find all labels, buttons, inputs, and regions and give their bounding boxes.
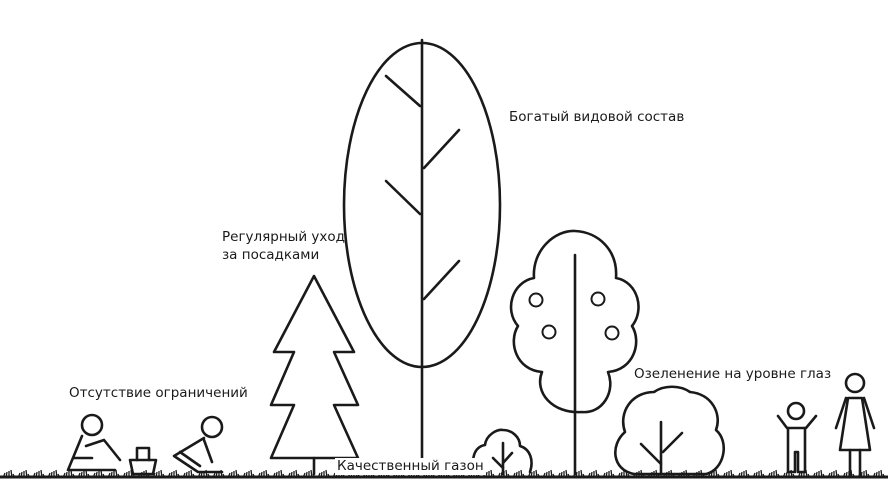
regular-care-label-line2: за посадками [222, 247, 319, 264]
eye-level-greening-label: Озеленение на уровне глаз [634, 366, 831, 383]
fir-tree-icon [271, 276, 358, 474]
sitting-person-icon [68, 415, 120, 470]
woman-icon [836, 374, 874, 475]
regular-care-label-line1: Регулярный уход [222, 229, 345, 246]
species-richness-label: Богатый видовой состав [509, 109, 684, 126]
picnic-basket-icon [130, 448, 156, 474]
tall-poplar-icon [344, 40, 500, 472]
round-shrub-icon [615, 387, 723, 474]
quality-lawn-label: Качественный газон [335, 458, 486, 475]
no-restrictions-label: Отсутствие ограничений [69, 385, 248, 402]
child-icon [778, 403, 816, 472]
reclining-person-icon [174, 417, 222, 472]
